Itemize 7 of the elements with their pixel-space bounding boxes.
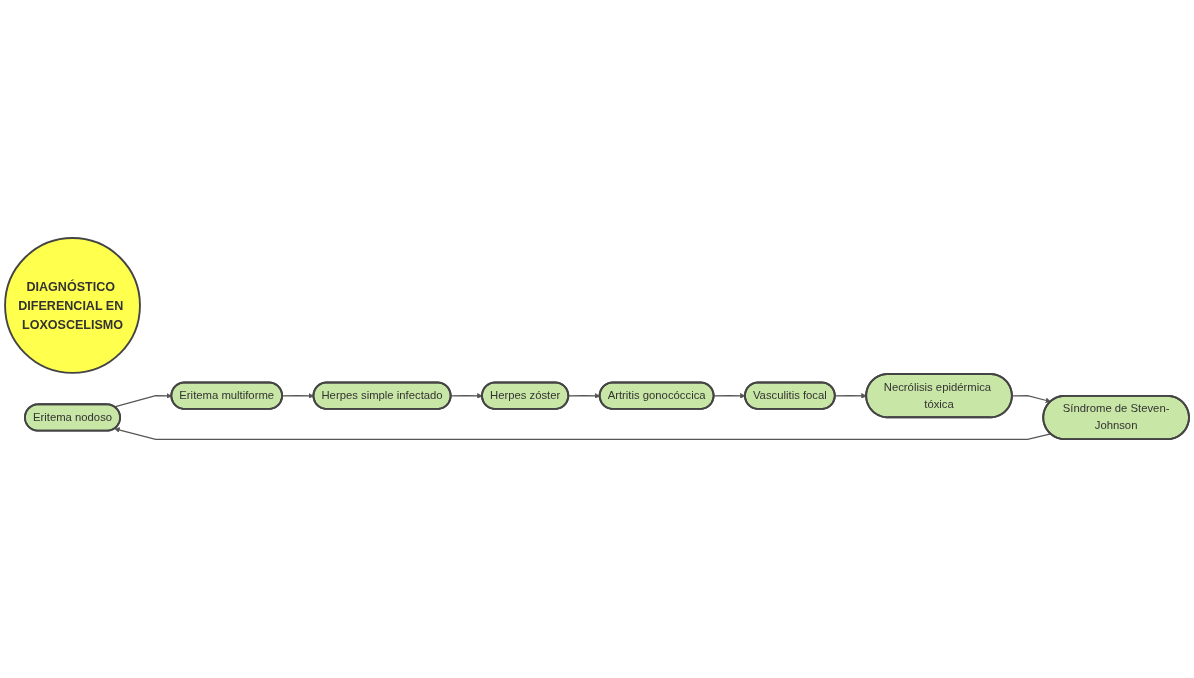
arrow	[1011, 395, 1052, 404]
node-circle: DIAGNÓSTICO DIFERENCIAL EN LOXOSCELISMO	[4, 237, 141, 375]
arrow	[113, 393, 172, 408]
arrow	[713, 393, 746, 399]
arrow	[450, 393, 483, 399]
arrow	[114, 427, 1052, 441]
arrow	[834, 393, 867, 399]
